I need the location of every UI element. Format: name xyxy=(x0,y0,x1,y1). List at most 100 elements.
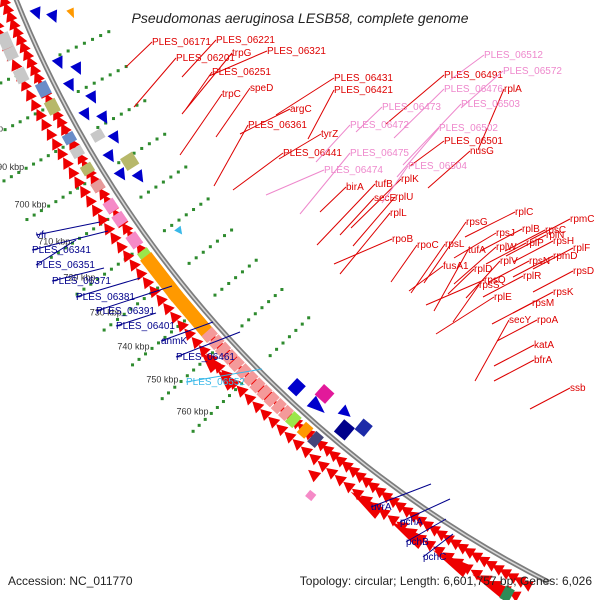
forward-gene-arrow xyxy=(354,471,367,484)
tick-dot xyxy=(184,165,188,169)
tick-dot xyxy=(103,272,107,276)
tick-dot xyxy=(280,287,284,291)
gene-block xyxy=(333,419,355,441)
gene-block xyxy=(287,378,306,397)
tick-dot xyxy=(201,250,205,254)
gene-label-rplR: rplR xyxy=(523,271,541,282)
tick-dot xyxy=(116,262,120,266)
tick-dot xyxy=(83,182,87,186)
gene-leader-line xyxy=(385,74,445,125)
forward-gene-arrow xyxy=(470,569,484,581)
gene-block xyxy=(69,144,86,160)
gene-block xyxy=(125,231,144,250)
gene-label-ssb: ssb xyxy=(570,383,586,394)
gene-leader-line xyxy=(496,319,538,342)
tick-dot xyxy=(58,53,62,57)
ribosomal-block xyxy=(228,356,245,373)
forward-gene-arrow xyxy=(142,276,155,290)
gene-leader-line xyxy=(319,186,347,213)
forward-gene-arrow xyxy=(380,491,394,504)
tick-dot xyxy=(160,397,164,401)
gene-label-anmK: anmK xyxy=(161,336,187,347)
gene-block xyxy=(307,430,324,448)
gene-label-fusA1: fusA1 xyxy=(443,261,469,272)
forward-gene-arrow xyxy=(57,147,69,161)
forward-gene-arrow xyxy=(191,336,204,350)
forward-gene-arrow xyxy=(423,540,437,552)
tick-dot xyxy=(260,306,264,310)
reverse-gene-arrow xyxy=(29,6,41,20)
ribosomal-block xyxy=(242,370,259,387)
gene-block xyxy=(102,197,120,215)
forward-gene-arrow xyxy=(68,166,80,180)
forward-gene-arrow xyxy=(6,10,18,23)
gene-label-rpsS: rpsS xyxy=(479,280,500,291)
gene-leader-line xyxy=(125,41,153,68)
forward-gene-arrow xyxy=(0,22,5,29)
ribosomal-block xyxy=(270,397,287,415)
gene-label-rpsN: rpsN xyxy=(529,256,550,267)
gene-label-PLES_06351: PLES_06351 xyxy=(36,260,95,271)
gene-label-PLES_06361: PLES_06361 xyxy=(248,120,307,131)
tick-dot xyxy=(146,190,150,194)
gene-label-PLES_06503: PLES_06503 xyxy=(461,99,520,110)
forward-gene-arrow xyxy=(485,560,498,572)
gene-leader-line xyxy=(485,242,527,265)
forward-gene-arrow xyxy=(26,56,38,69)
tick-dot xyxy=(117,161,121,165)
tick-label: 750 kbp xyxy=(146,374,178,384)
tick-label: 710 kbp xyxy=(38,237,70,247)
gene-label-PLES_06476: PLES_06476 xyxy=(444,84,503,95)
gene-label-uvrA: uvrA xyxy=(371,502,392,513)
gene-label-PLES_06251: PLES_06251 xyxy=(212,67,271,78)
tick-dot xyxy=(127,108,131,112)
gene-block xyxy=(111,210,128,228)
gene-leader-line xyxy=(460,70,504,109)
gene-leader-line xyxy=(464,211,516,238)
tick-dot xyxy=(116,318,120,322)
gene-label-birA: birA xyxy=(346,182,364,193)
gene-leader-line xyxy=(493,344,535,367)
gene-leader-line xyxy=(396,127,440,178)
tick-dot xyxy=(206,197,210,201)
tick-dot xyxy=(111,117,115,121)
tick-dot xyxy=(234,276,238,280)
forward-gene-arrow xyxy=(99,187,111,201)
forward-gene-arrow xyxy=(341,461,354,473)
forward-gene-arrow xyxy=(343,481,356,494)
gene-leader-line xyxy=(491,302,533,325)
gene-block xyxy=(499,585,515,600)
rpoB-block xyxy=(140,252,184,302)
backbone-highlight xyxy=(15,0,550,584)
gene-leader-line xyxy=(453,232,497,259)
gene-block xyxy=(79,161,96,177)
gene-label-trpG: trpG xyxy=(232,48,252,59)
tick-dot xyxy=(307,316,311,320)
tick-dot xyxy=(54,149,58,153)
gene-leader-line xyxy=(505,234,547,257)
tick-dot xyxy=(176,324,180,328)
gene-leader-line xyxy=(370,483,432,508)
gene-label-PLES_06391: PLES_06391 xyxy=(96,306,155,317)
tick-dot xyxy=(96,125,100,129)
tick-dot xyxy=(230,228,234,232)
gene-block xyxy=(61,130,78,146)
tick-dot xyxy=(209,411,213,415)
gene-label-rplC: rplC xyxy=(515,207,533,218)
gene-leader-line xyxy=(275,77,335,116)
forward-gene-arrow xyxy=(26,89,37,102)
gene-leader-line xyxy=(409,140,445,167)
gene-leader-line xyxy=(355,106,383,133)
tick-dot xyxy=(66,49,70,53)
gene-leader-line xyxy=(529,387,571,410)
tick-dot xyxy=(177,218,181,222)
gene-leader-line xyxy=(232,152,284,191)
gene-block xyxy=(354,418,373,437)
tick-dot xyxy=(161,180,165,184)
forward-gene-arrow xyxy=(308,469,322,483)
gene-leader-line xyxy=(352,196,396,247)
forward-gene-arrow xyxy=(122,222,134,236)
tick-dot xyxy=(208,245,212,249)
forward-gene-arrow xyxy=(360,476,374,489)
